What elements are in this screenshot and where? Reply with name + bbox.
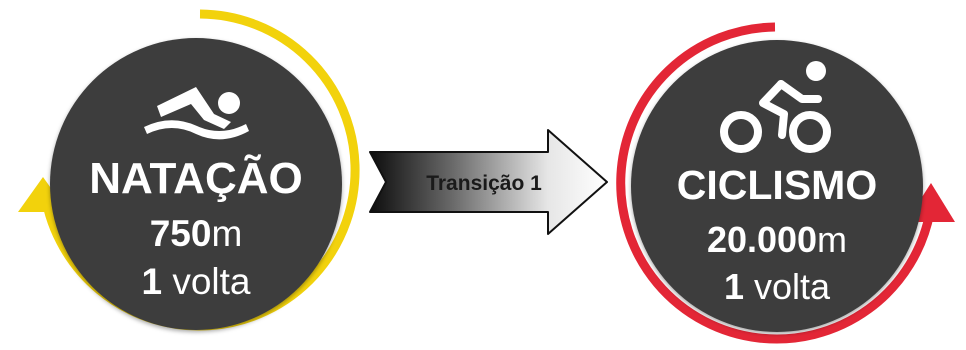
bike-distance-value: 20.000 [707,219,817,260]
swim-distance-unit: m [211,213,242,254]
bike-laps: 1 volta [724,266,831,307]
bike-laps-unit: volta [744,266,831,307]
bike-laps-value: 1 [724,266,744,307]
swim-title: NATAÇÃO [89,153,302,203]
bike-circle [631,40,923,332]
swim-circle [50,38,342,330]
bike-distance: 20.000m [707,219,847,260]
swim-laps: 1 volta [141,261,250,302]
swim-distance: 750m [150,213,243,254]
transition-arrow-shape [369,129,608,235]
swim-stage: NATAÇÃO 750m 1 volta [18,9,360,331]
transition-arrow: Transição 1 [369,129,608,235]
swim-laps-unit: volta [162,261,251,302]
bike-progress-ring [616,22,935,344]
swimmer-icon [144,87,249,140]
swim-laps-value: 1 [141,261,162,302]
swim-distance-value: 750 [150,213,212,254]
bike-title: CICLISMO [677,162,877,208]
bike-distance-unit: m [817,219,847,260]
bike-stage: CICLISMO 20.000m 1 volta [616,22,955,344]
transition-label: Transição 1 [426,172,542,195]
bicycle-icon [720,61,831,153]
